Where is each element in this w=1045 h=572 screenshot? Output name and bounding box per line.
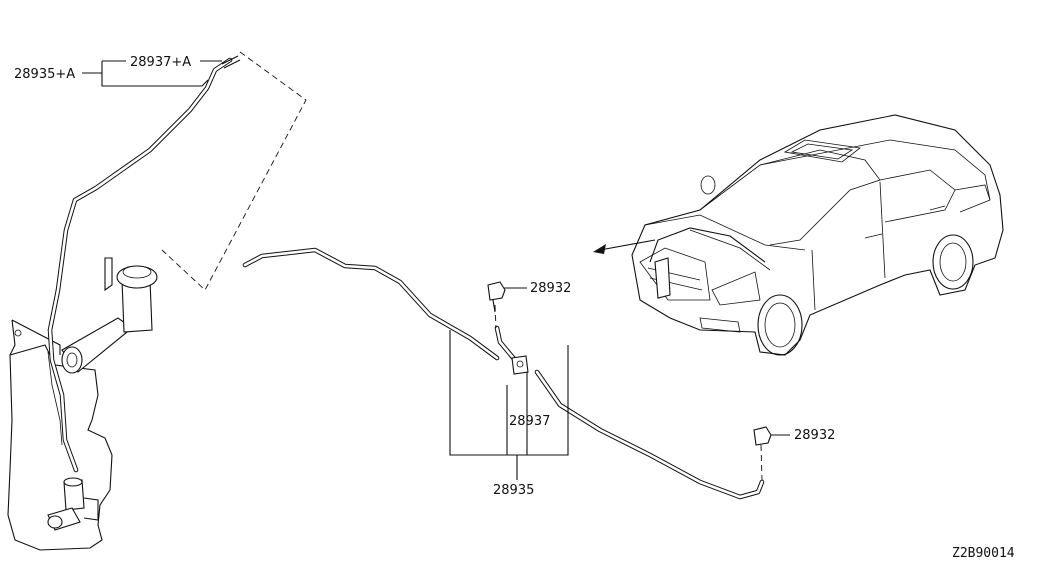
label-tube: 28937 xyxy=(509,414,550,429)
washer-nozzle-lower xyxy=(753,426,772,481)
label-nozzle-upper: 28932 xyxy=(530,281,571,296)
label-tube-a: 28937+A xyxy=(130,55,191,70)
washer-tank xyxy=(7,257,158,551)
label-nozzle-lower: 28932 xyxy=(794,428,835,443)
rear-washer-hose xyxy=(47,55,241,473)
washer-nozzle-upper xyxy=(487,281,506,329)
label-tube-assy-a: 28935+A xyxy=(14,67,75,82)
callout-lines xyxy=(82,60,790,480)
label-tube-assy: 28935 xyxy=(493,483,534,498)
front-washer-hose xyxy=(242,247,765,500)
diagram-code: Z2B90014 xyxy=(952,546,1015,561)
connection-boundary xyxy=(161,51,307,291)
vehicle-illustration xyxy=(593,114,1004,356)
